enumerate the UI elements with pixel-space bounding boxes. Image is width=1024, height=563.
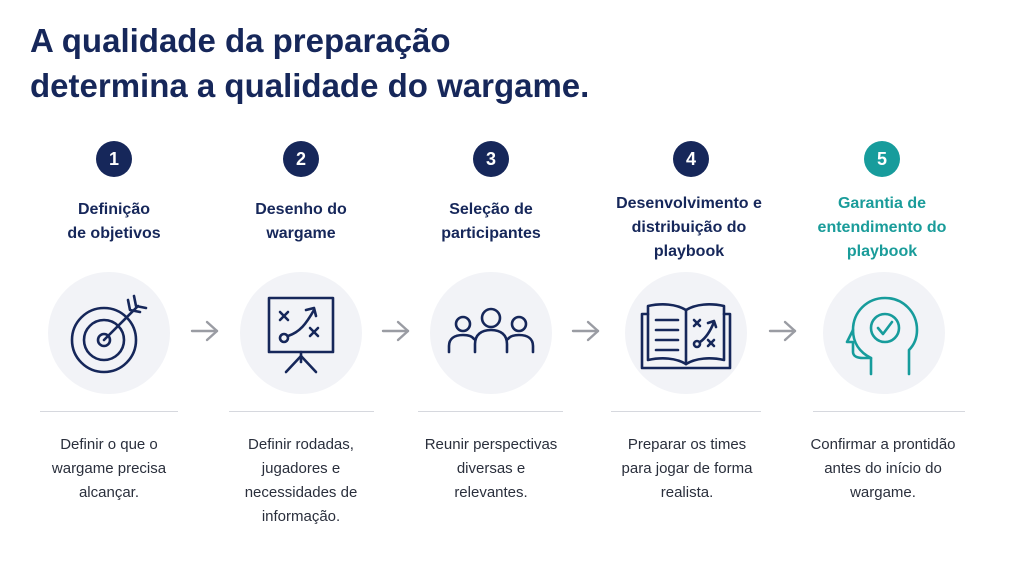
playbook-icon bbox=[640, 303, 732, 370]
step-number-5: 5 bbox=[864, 141, 900, 177]
description-line: Definir rodadas, bbox=[248, 436, 354, 453]
description-line: wargame. bbox=[850, 484, 916, 501]
description-line: realista. bbox=[660, 484, 714, 501]
description-line: informação. bbox=[261, 508, 341, 525]
step-label-line: Desenvolvimento e bbox=[616, 195, 762, 212]
description-line: Confirmar a prontidão bbox=[810, 436, 956, 453]
target-icon bbox=[70, 294, 148, 374]
description-line: relevantes. bbox=[454, 484, 528, 501]
divider bbox=[418, 411, 563, 412]
step-label-4: Desenvolvimento e distribuição do playbo… bbox=[594, 192, 784, 264]
title-line-2: determina a qualidade do wargame. bbox=[30, 67, 590, 104]
description-line: wargame precisa bbox=[51, 460, 167, 477]
step-label-line: Garantia de bbox=[837, 195, 927, 212]
step-description-4: Preparar os times para jogar de forma re… bbox=[592, 433, 782, 505]
arrow-right-icon bbox=[381, 320, 410, 342]
title-line-1: A qualidade da preparação bbox=[30, 22, 451, 59]
strategy-board-icon bbox=[267, 296, 335, 374]
description-line: Definir o que o bbox=[60, 436, 158, 453]
step-label-line: Definição bbox=[77, 201, 150, 218]
step-label-2: Desenho do wargame bbox=[206, 198, 396, 246]
arrow-right-icon bbox=[190, 320, 219, 342]
step-label-line: Desenho do bbox=[255, 201, 347, 218]
step-label-line: playbook bbox=[653, 243, 725, 260]
divider bbox=[40, 411, 178, 412]
step-description-5: Confirmar a prontidão antes do início do… bbox=[788, 433, 978, 505]
arrow-right-icon bbox=[571, 320, 600, 342]
step-label-line: Seleção de bbox=[449, 201, 533, 218]
step-icon-circle-1 bbox=[48, 272, 170, 394]
divider bbox=[229, 411, 374, 412]
step-label-line: entendimento do bbox=[817, 219, 947, 236]
step-number-4: 4 bbox=[673, 141, 709, 177]
step-label-5: Garantia de entendimento do playbook bbox=[787, 192, 977, 264]
description-line: diversas e bbox=[456, 460, 526, 477]
description-line: antes do início do bbox=[824, 460, 942, 477]
page-title: A qualidade da preparação determina a qu… bbox=[30, 18, 930, 108]
step-icon-circle-3 bbox=[430, 272, 552, 394]
step-number-3: 3 bbox=[473, 141, 509, 177]
divider bbox=[813, 411, 965, 412]
step-icon-circle-5 bbox=[823, 272, 945, 394]
step-label-3: Seleção de participantes bbox=[396, 198, 586, 246]
description-line: Reunir perspectivas bbox=[424, 436, 558, 453]
step-label-line: participantes bbox=[441, 225, 541, 242]
step-description-1: Definir o que o wargame precisa alcançar… bbox=[14, 433, 204, 505]
arrow-right-icon bbox=[768, 320, 797, 342]
step-label-line: distribuição do bbox=[631, 219, 747, 236]
description-line: para jogar de forma bbox=[621, 460, 753, 477]
step-label-1: Definição de objetivos bbox=[19, 198, 209, 246]
divider bbox=[611, 411, 761, 412]
description-line: Preparar os times bbox=[627, 436, 747, 453]
step-icon-circle-4 bbox=[625, 272, 747, 394]
step-number-2: 2 bbox=[283, 141, 319, 177]
head-check-icon bbox=[845, 296, 919, 376]
step-description-3: Reunir perspectivas diversas e relevante… bbox=[396, 433, 586, 505]
step-label-line: playbook bbox=[846, 243, 918, 260]
step-label-line: de objetivos bbox=[67, 225, 161, 242]
step-description-2: Definir rodadas, jugadores e necessidade… bbox=[206, 433, 396, 529]
people-group-icon bbox=[447, 307, 535, 354]
description-line: alcançar. bbox=[78, 484, 140, 501]
description-line: jugadores e bbox=[261, 460, 341, 477]
step-label-line: wargame bbox=[266, 225, 336, 242]
step-icon-circle-2 bbox=[240, 272, 362, 394]
step-number-1: 1 bbox=[96, 141, 132, 177]
description-line: necessidades de bbox=[244, 484, 358, 501]
